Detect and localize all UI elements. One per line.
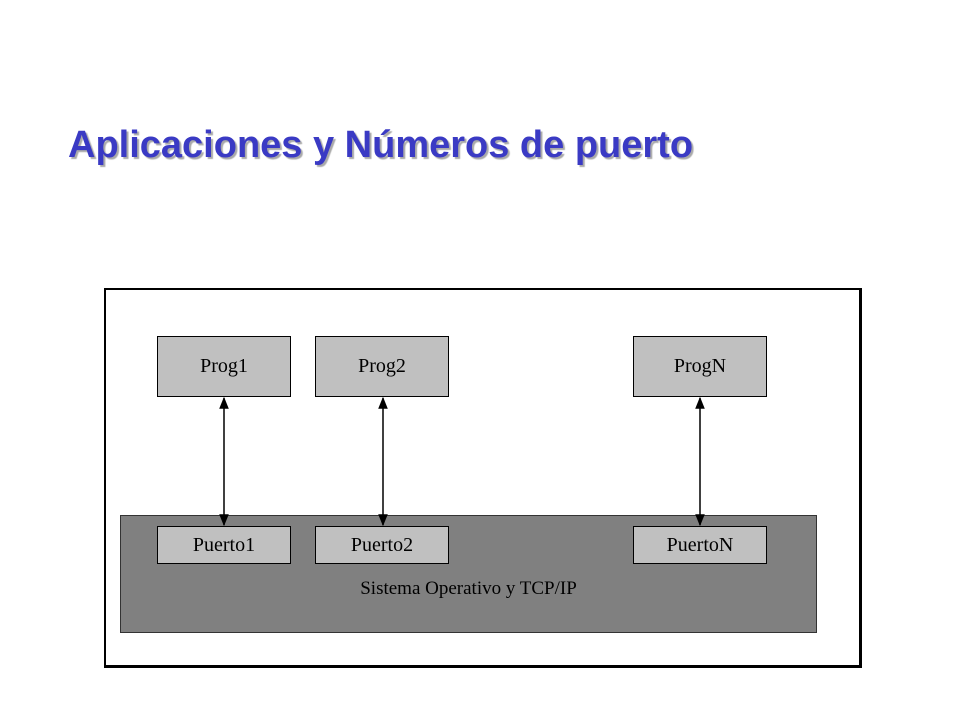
os-tcpip-label: Sistema Operativo y TCP/IP — [360, 578, 577, 599]
port-box-1: Puerto1 — [157, 526, 291, 564]
port-box-n: PuertoN — [633, 526, 767, 564]
slide-title: Aplicaciones y Números de puerto — [68, 124, 694, 166]
program-box-1: Prog1 — [157, 336, 291, 397]
program-box-2: Prog2 — [315, 336, 449, 397]
program-box-n: ProgN — [633, 336, 767, 397]
port-box-2: Puerto2 — [315, 526, 449, 564]
